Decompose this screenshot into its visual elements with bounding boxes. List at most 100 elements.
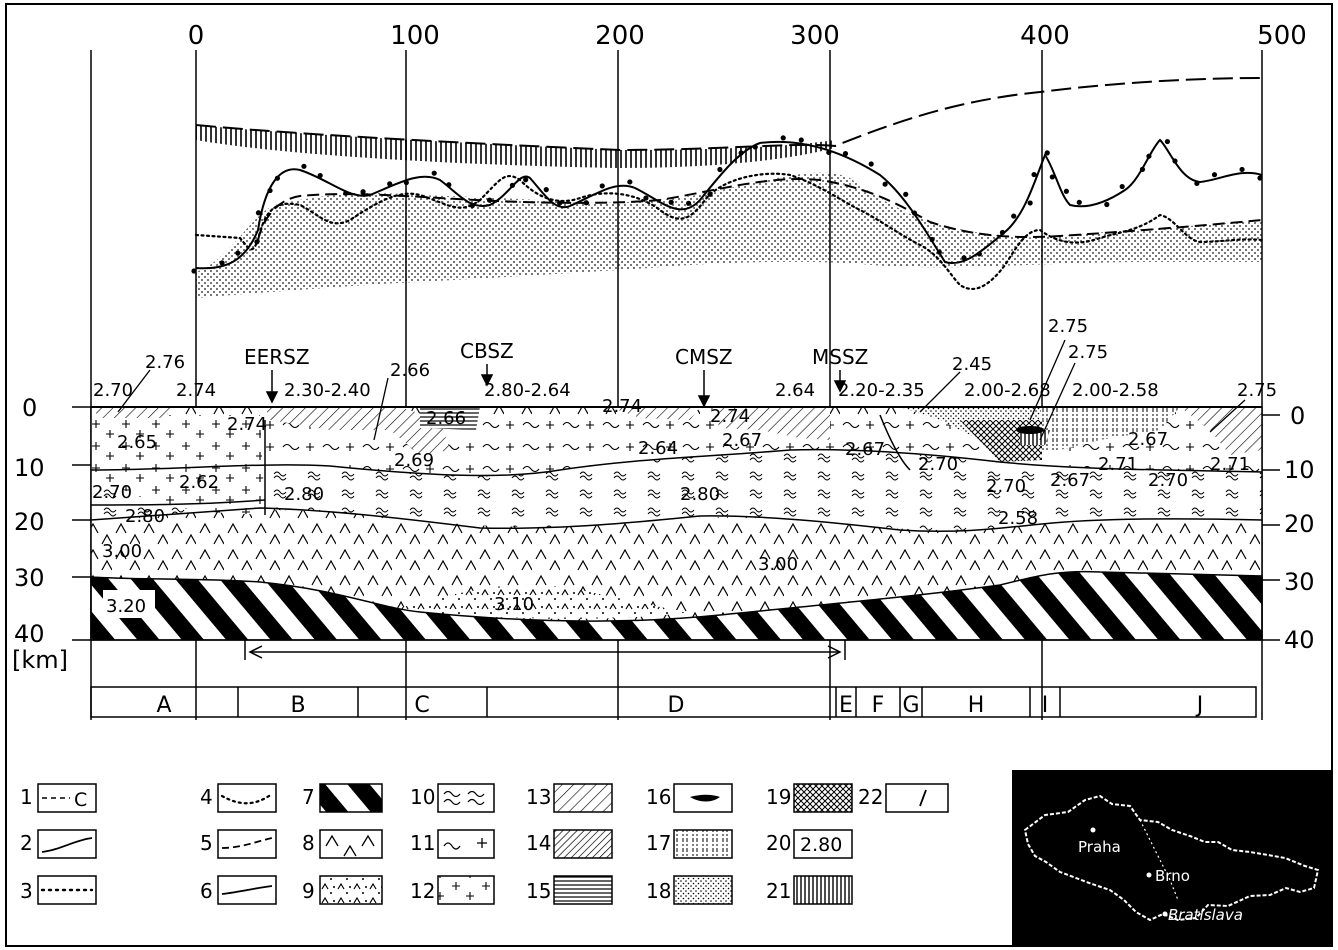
density-label: 2.70 [986, 476, 1026, 497]
city-marker [1162, 911, 1168, 917]
density-label: 2.69 [394, 450, 434, 471]
city-marker [1090, 827, 1096, 833]
unit-label: H [968, 693, 985, 718]
legend-number: 5 [200, 831, 213, 855]
observed-point [509, 182, 515, 188]
observed-point [387, 181, 393, 187]
legend-item-2: 2 [20, 829, 97, 859]
computed-gravity-curve [194, 172, 1264, 291]
legend-number: 15 [526, 879, 551, 903]
observed-point [301, 163, 307, 169]
upper-mantle-layer [90, 570, 1263, 641]
legend-number: 16 [646, 785, 671, 809]
observed-point [1164, 138, 1171, 145]
observed-point [717, 166, 723, 173]
density-label: 2.80-2.64 [484, 380, 571, 401]
observed-point [1139, 166, 1146, 172]
observed-point [255, 210, 262, 216]
legend-item-18: 18 [646, 875, 733, 905]
density-label: 2.30-2.40 [284, 380, 371, 401]
depth-tick-label: 40 [1284, 626, 1315, 654]
middle-crust-layer [91, 449, 1262, 530]
depth-tick-label: 30 [1284, 568, 1315, 596]
x-tick-label: 400 [1020, 21, 1070, 51]
observed-point [543, 187, 549, 193]
legend-item-22: 22 [858, 783, 949, 813]
observed-point [999, 229, 1006, 236]
depth-unit-label: [km] [12, 646, 68, 674]
density-label: 2.75 [1048, 316, 1088, 337]
density-label: 2.64 [638, 438, 678, 459]
observed-point [431, 170, 437, 176]
legend-item-5: 5 [200, 829, 277, 859]
sediment-cover [610, 407, 700, 420]
depth-tick-label: 0 [22, 394, 37, 422]
density-label: 2.74 [227, 414, 267, 435]
observed-point [1194, 180, 1200, 187]
depth-tick-label: 10 [1284, 456, 1315, 484]
observed-point [882, 181, 888, 187]
topography-band [196, 125, 835, 168]
density-label: 2.74 [176, 380, 216, 401]
observed-point [274, 175, 281, 181]
observed-point [961, 255, 967, 261]
observed-point [903, 191, 909, 197]
density-label: 3.10 [494, 594, 534, 615]
density-label: 2.66 [390, 360, 430, 381]
unit-label: I [1042, 693, 1049, 718]
depth-tick-label: 20 [1284, 510, 1315, 538]
density-label: 3.00 [102, 541, 142, 562]
x-axis: 0 100 200 300 400 500 [188, 21, 1307, 51]
unit-label: D [668, 693, 685, 718]
density-label: 2.67 [1128, 429, 1168, 450]
legend-number: 20 [766, 831, 791, 855]
observed-point [1076, 199, 1082, 205]
observed-point [627, 179, 633, 185]
unit-label: B [290, 693, 305, 718]
observed-point [868, 161, 874, 167]
leader-lines [117, 339, 1246, 441]
observed-point [267, 187, 273, 194]
shear-zone-labels: EERSZ CBSZ CMSZ MSSZ [244, 339, 868, 369]
density-label: 3.20 [106, 596, 146, 617]
density-label: 2.64 [775, 380, 815, 401]
observed-point [668, 199, 674, 205]
legend-item-8: 8 [302, 829, 383, 859]
density-label: 2.76 [145, 352, 185, 373]
mafic-body-310 [400, 586, 690, 619]
density-label: 2.80 [125, 506, 165, 527]
legend-number: 7 [302, 785, 315, 809]
legend-number: 10 [410, 785, 435, 809]
observed-point [1063, 188, 1069, 194]
zone-label-cmsz: CMSZ [675, 345, 733, 369]
x-tick-label: 500 [1257, 21, 1307, 51]
lens-body [1016, 426, 1044, 434]
sediment-cover [91, 407, 180, 418]
density-label: 2.67 [845, 439, 885, 460]
density-label: 2.70 [1148, 470, 1188, 491]
legend-item-3: 3 [20, 875, 97, 905]
x-tick-label: 300 [790, 21, 840, 51]
density-label: 2.20-2.35 [838, 380, 925, 401]
density-label: 2.70 [92, 482, 132, 503]
legend-item-9: 9 [302, 875, 383, 905]
observed-point [1027, 200, 1033, 206]
regional-gravity-dashed [257, 178, 1263, 241]
city-label-praha: Praha [1078, 838, 1121, 856]
legend-item-17: 17 [646, 829, 733, 859]
legend-item-10: 10 [410, 783, 495, 813]
legend-item-15: 15 [526, 875, 613, 905]
observed-point [1172, 158, 1178, 164]
observed-point [599, 183, 605, 189]
legend-number: 18 [646, 879, 671, 903]
legend-number: 14 [526, 831, 551, 855]
legend-symbol-text: C [74, 789, 87, 811]
legend-item-16: 16 [646, 783, 733, 813]
legend-number: 13 [526, 785, 551, 809]
density-label: 2.58 [998, 508, 1038, 529]
legend-number: 2 [20, 831, 33, 855]
depth-axis-right: 0 10 20 30 40 [1284, 402, 1315, 654]
legend-number: 22 [858, 785, 883, 809]
zone-arrows [265, 364, 847, 408]
